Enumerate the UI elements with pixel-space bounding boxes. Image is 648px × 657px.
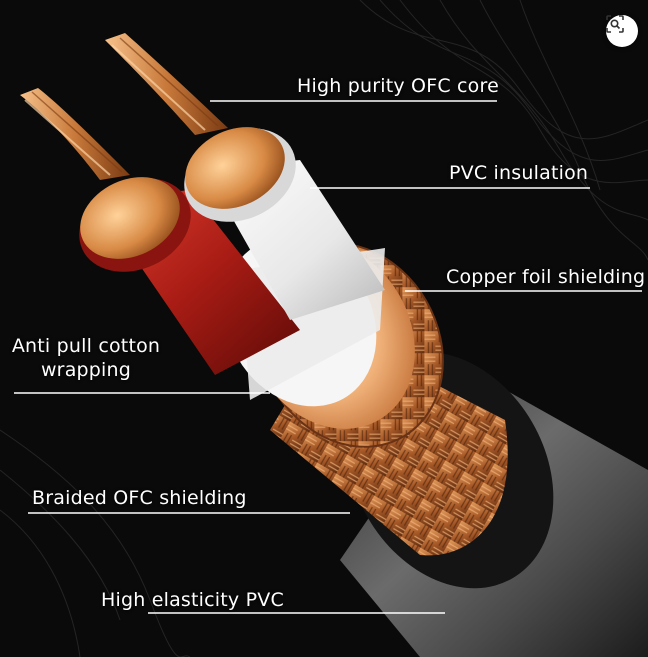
label-insulation: PVC insulation <box>449 162 589 184</box>
visual-search-icon <box>606 15 624 33</box>
visual-search-button[interactable] <box>606 15 638 47</box>
red-conductor <box>79 177 300 375</box>
white-conductor <box>184 127 385 320</box>
leader-lines <box>14 100 642 614</box>
label-foil: Copper foil shielding <box>446 266 646 288</box>
label-cotton: Anti pull cotton wrapping <box>11 335 161 381</box>
label-jacket: High elasticity PVC <box>101 589 284 611</box>
label-core: High purity OFC core <box>297 75 499 97</box>
white-core-wires <box>105 33 228 135</box>
red-core-wires <box>20 88 130 180</box>
label-braid: Braided OFC shielding <box>32 487 247 509</box>
